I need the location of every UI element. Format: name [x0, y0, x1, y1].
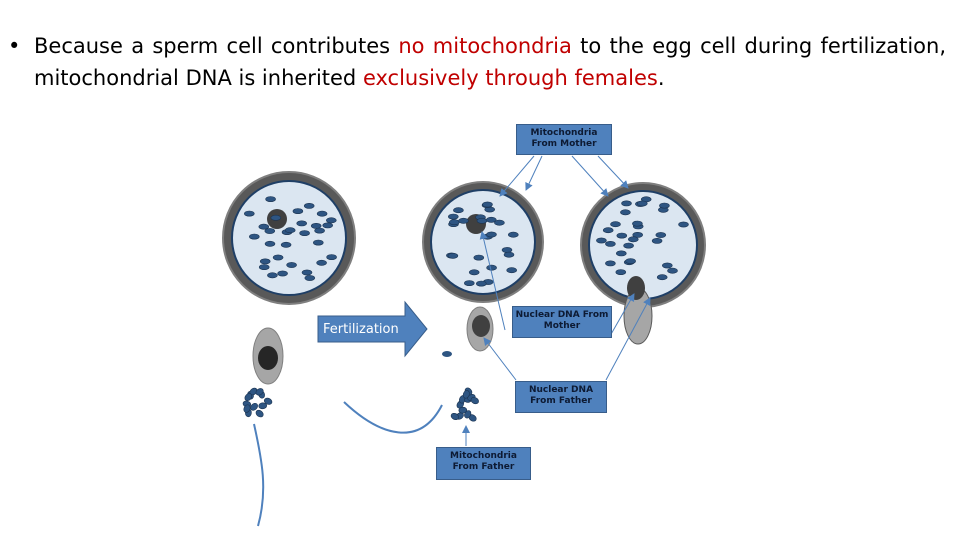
mitochondrion: [259, 265, 269, 270]
mitochondrion: [273, 255, 283, 260]
mitochondrion: [474, 255, 484, 260]
mitochondrion: [632, 221, 642, 226]
mitochondrion: [668, 268, 678, 273]
mitochondrion: [448, 214, 458, 219]
mitochondrion: [244, 211, 254, 216]
label-mitochondria-from-mother: Mitochondria From Mother: [516, 124, 612, 155]
mitochondrion: [637, 201, 647, 206]
label-mitochondria-from-father: Mitochondria From Father: [436, 447, 531, 480]
mitochondrion: [442, 351, 452, 357]
mitochondrion: [596, 238, 606, 243]
mitochondrion: [662, 263, 672, 268]
mitochondrion: [287, 262, 297, 267]
mitochondrion: [507, 268, 517, 273]
mitochondrion: [464, 281, 474, 286]
arrow-nuclear-father-to-sperm: [484, 338, 516, 380]
label-nuclear-dna-from-father: Nuclear DNA From Father: [515, 381, 607, 413]
arrow-mito-mother-to-egg3-a: [572, 156, 608, 196]
mitochondrion: [616, 251, 626, 256]
mitochondrion: [327, 255, 337, 260]
mitochondrion: [477, 218, 487, 223]
sperm-cell: [242, 328, 283, 526]
egg-cell-fertilizing: [423, 182, 543, 302]
mitochondrion: [487, 232, 497, 237]
mitochondrion: [326, 218, 336, 223]
mitochondrion: [271, 215, 281, 220]
mitochondrion: [448, 253, 458, 258]
mitochondrion: [265, 241, 275, 246]
mitochondrion: [297, 221, 307, 226]
mitochondrion: [249, 234, 259, 239]
mitochondrion: [605, 261, 615, 266]
mitochondrion: [679, 222, 689, 227]
mitochondrion: [611, 222, 621, 227]
arrow-mito-mother-to-egg3-b: [598, 156, 628, 188]
mitochondrion: [504, 252, 514, 257]
mitochondrion: [278, 271, 288, 276]
arrow-mito-mother-to-egg2-a: [500, 156, 534, 196]
mitochondrion: [315, 228, 325, 233]
mitochondrion: [603, 228, 613, 233]
mitochondrion: [628, 237, 638, 242]
mitochondrion: [300, 231, 310, 236]
sperm-tail: [344, 402, 442, 433]
mitochondrion: [285, 228, 295, 233]
mitochondrion: [281, 242, 291, 247]
mitochondrion: [476, 281, 486, 286]
mitochondrion: [317, 260, 327, 265]
mitochondrion: [449, 220, 459, 225]
mitochondrion: [483, 202, 493, 207]
mitochondrion: [313, 240, 323, 245]
mitochondrion: [323, 223, 333, 228]
arrow-mito-mother-to-egg2-b: [526, 156, 542, 190]
mitochondrion: [502, 247, 512, 252]
label-nuclear-dna-from-mother: Nuclear DNA From Mother: [512, 306, 612, 338]
sperm-tail: [254, 424, 263, 526]
mitochondrion: [302, 270, 312, 275]
mitochondrion: [620, 210, 630, 215]
mitochondrion: [616, 270, 626, 275]
mitochondrion: [624, 243, 634, 248]
mitochondrion: [259, 224, 269, 229]
mitochondrion: [605, 241, 615, 246]
egg-cell-unfertilized: [223, 172, 355, 304]
mitochondrion: [626, 259, 636, 264]
sperm-nucleus: [258, 346, 278, 370]
mitochondrion: [656, 232, 666, 237]
mitochondrion: [617, 233, 627, 238]
sperm-nucleus-merged: [627, 276, 645, 300]
egg-cell-cytoplasm: [232, 181, 346, 295]
fertilization-label: Fertilization: [323, 322, 399, 337]
mitochondrion: [305, 275, 315, 280]
mitochondrion: [657, 275, 667, 280]
mitochondrion: [659, 203, 669, 208]
mitochondrion: [267, 273, 277, 278]
mitochondrion: [453, 208, 463, 213]
mitochondrion: [494, 220, 504, 225]
mitochondrion: [293, 209, 303, 214]
mitochondrion: [652, 238, 662, 243]
mitochondrion: [622, 201, 632, 206]
mitochondrion: [266, 197, 276, 202]
mitochondrion: [459, 218, 469, 223]
mitochondrion: [304, 203, 314, 208]
mitochondrion: [508, 232, 518, 237]
sperm-nucleus: [472, 315, 490, 337]
mitochondrion: [487, 265, 497, 270]
mitochondrion: [255, 409, 265, 419]
mitochondrion: [317, 211, 327, 216]
mitochondrion: [469, 270, 479, 275]
mitochondrion: [260, 259, 270, 264]
